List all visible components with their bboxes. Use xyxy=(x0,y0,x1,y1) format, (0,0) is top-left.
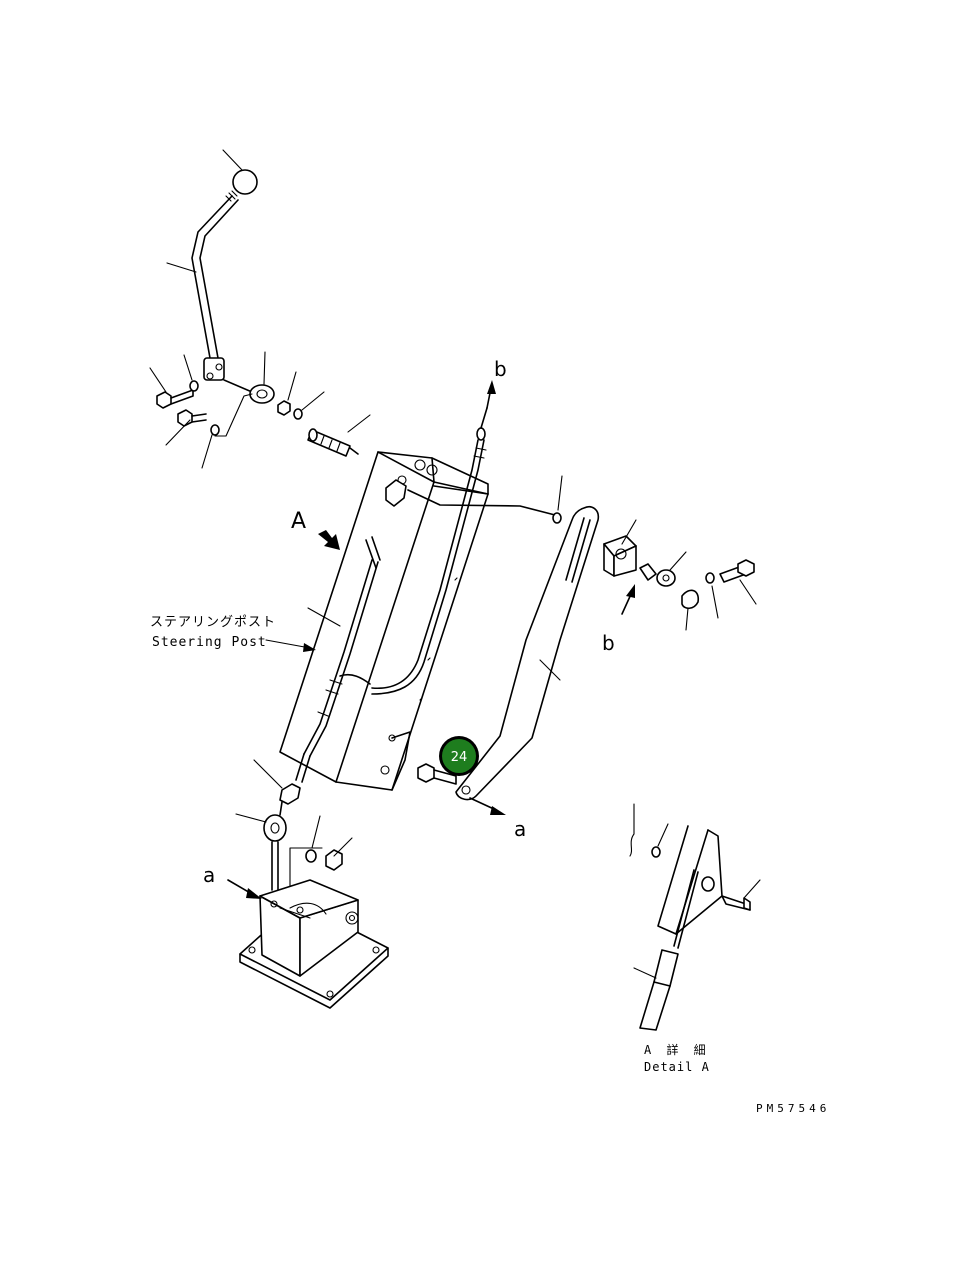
rod-end-lower xyxy=(263,783,343,931)
leaders-lower-left xyxy=(235,607,353,857)
arrow-b-top-label: b xyxy=(494,357,507,381)
steering-post-label-en: Steering Post xyxy=(152,635,267,650)
lever-washer xyxy=(249,384,275,404)
post-rod xyxy=(295,536,381,783)
lever-arm xyxy=(455,505,600,801)
flow-arrows xyxy=(227,380,635,899)
detail-label-en: Detail A xyxy=(644,1060,710,1074)
steering-post-label-jp: ステアリングポスト xyxy=(150,615,276,630)
detail-a-view xyxy=(629,803,761,1031)
lever-fasteners xyxy=(156,380,303,437)
mount-bolt xyxy=(417,763,457,785)
leaders-upper-left xyxy=(149,149,371,469)
arrow-a-left-label: a xyxy=(203,863,215,887)
arrow-a-right-label: a xyxy=(514,817,526,841)
link-rod xyxy=(407,475,563,524)
shift-lever xyxy=(191,169,275,404)
base-bracket xyxy=(239,879,389,1009)
arrow-b-right-label: b xyxy=(602,631,615,655)
view-marker-label: A xyxy=(291,509,306,534)
callout-number[interactable]: 24 xyxy=(451,750,468,765)
steering-post xyxy=(279,451,489,791)
control-cable xyxy=(371,407,488,695)
detail-label-jp: A 詳 細 xyxy=(644,1042,710,1057)
drawing-number: PM57546 xyxy=(756,1102,830,1115)
callout-disk[interactable] xyxy=(442,739,476,773)
steering-post-leader xyxy=(265,639,311,649)
leaders-right xyxy=(621,519,757,631)
text-labels: A b b a a ステアリングポスト Steering Post A 詳 細 … xyxy=(150,357,830,1115)
callout-24[interactable]: 24 xyxy=(439,736,479,776)
cable-pin xyxy=(307,428,359,457)
right-fasteners xyxy=(603,535,755,610)
lever-knob xyxy=(232,169,258,195)
